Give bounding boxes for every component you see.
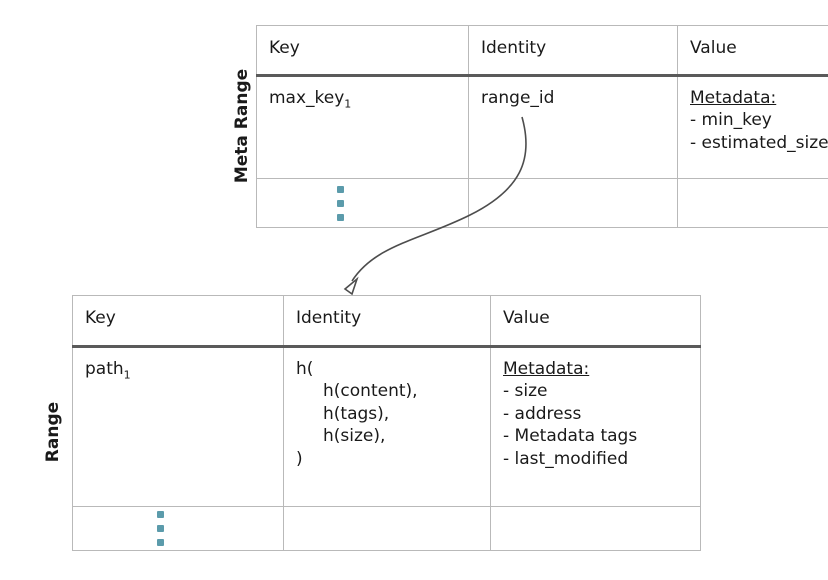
range-key-text: path xyxy=(85,359,124,379)
meta-range-key-subscript: 1 xyxy=(344,97,352,111)
range-header-key: Key xyxy=(72,295,284,348)
range-ellipsis-identity-cell xyxy=(283,506,491,551)
meta-range-value-items: - min_key - estimated_size xyxy=(690,110,828,153)
vertical-ellipsis-icon xyxy=(73,507,283,550)
range-table: Key Identity Value path1 h( h(content), … xyxy=(72,295,701,551)
meta-range-ellipsis-value-cell xyxy=(677,178,828,228)
range-cell-identity: h( h(content), h(tags), h(size), ) xyxy=(283,346,491,507)
meta-range-cell-identity: range_id xyxy=(468,75,678,179)
range-identity-expression: h( h(content), h(tags), h(size), ) xyxy=(296,359,418,469)
range-value-title: Metadata: xyxy=(503,359,590,379)
range-side-label: Range xyxy=(43,401,63,463)
range-header-row: Key Identity Value xyxy=(72,295,701,348)
vertical-ellipsis-icon xyxy=(257,179,468,227)
meta-range-ellipsis-row xyxy=(256,178,828,228)
meta-range-header-identity: Identity xyxy=(468,25,678,77)
range-header-value: Value xyxy=(490,295,701,348)
meta-range-side-label: Meta Range xyxy=(232,68,252,184)
range-header-identity: Identity xyxy=(283,295,491,348)
range-ellipsis-cell xyxy=(72,506,284,551)
meta-range-value-title: Metadata: xyxy=(690,88,777,108)
range-value-items: - size - address - Metadata tags - last_… xyxy=(503,381,638,469)
arrow-head-icon xyxy=(343,276,359,296)
meta-range-data-row: max_key1 range_id Metadata:- min_key - e… xyxy=(256,75,828,179)
meta-range-header-row: Key Identity Value xyxy=(256,25,828,77)
range-ellipsis-row xyxy=(72,506,701,551)
meta-range-header-value: Value xyxy=(677,25,828,77)
range-ellipsis-value-cell xyxy=(490,506,701,551)
meta-range-key-text: max_key xyxy=(269,88,345,108)
meta-range-cell-key: max_key1 xyxy=(256,75,469,179)
meta-range-header-key: Key xyxy=(256,25,469,77)
meta-range-ellipsis-cell xyxy=(256,178,469,228)
range-cell-key: path1 xyxy=(72,346,284,507)
meta-range-cell-value: Metadata:- min_key - estimated_size xyxy=(677,75,828,179)
meta-range-table: Key Identity Value max_key1 range_id Met… xyxy=(256,25,828,228)
range-data-row: path1 h( h(content), h(tags), h(size), )… xyxy=(72,346,701,507)
meta-range-ellipsis-identity-cell xyxy=(468,178,678,228)
range-cell-value: Metadata:- size - address - Metadata tag… xyxy=(490,346,701,507)
range-key-subscript: 1 xyxy=(123,368,131,382)
